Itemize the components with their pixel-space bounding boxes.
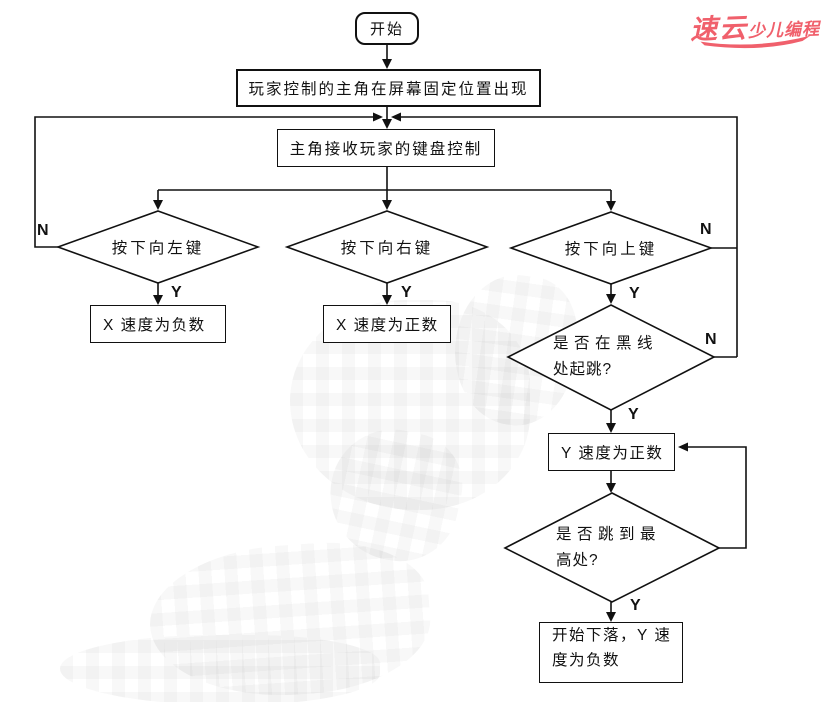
yes-label-highest: Y [630,597,641,614]
node-x-positive: X 速度为正数 [323,305,451,343]
yes-label-up-key: Y [629,285,640,302]
watermark-blob [60,635,380,702]
edge-keyboard-splitter [157,167,612,206]
brand-logo: 速云少儿编程 [669,3,820,52]
diamond-up-key-label: 按下向上键 [564,241,658,258]
node-appear: 玩家控制的主角在屏幕固定位置出现 [236,69,541,107]
diamond-right-key-label: 按下向右键 [340,240,434,257]
diamond-up-key [508,211,714,285]
yes-label-right-key: Y [401,284,412,301]
highest-q-line2: 高处? [556,552,599,569]
node-y-positive: Y 速度为正数 [548,433,675,471]
edge-highest-no-loop [684,446,747,549]
no-label-black-line: N [705,331,717,348]
black-line-q-line1: 是否在黑线 [553,335,659,352]
diamond-highest [503,492,721,603]
node-x-negative: X 速度为负数 [90,305,226,343]
black-line-q-line2: 处起跳? [553,361,613,378]
diamond-right-key [284,210,490,284]
yes-label-left-key: Y [171,284,182,301]
node-fall: 开始下落，Y 速 度为负数 [539,622,683,683]
edge-right-no-loop [399,116,738,358]
arrowheads [153,59,688,622]
diamond-black-line [506,304,716,411]
diamond-left-key-label: 按下向左键 [111,240,205,257]
yes-label-black-line: Y [628,406,639,423]
diamond-highest-label: 是否跳到最 高处? [556,522,678,574]
diamond-black-line-label: 是否在黑线 处起跳? [553,331,675,383]
node-keyboard: 主角接收玩家的键盘控制 [277,129,495,167]
node-start: 开始 [355,12,419,45]
diamond-left-key [55,210,261,284]
node-fall-line1: 开始下落，Y 速 [552,627,672,644]
node-fall-line2: 度为负数 [552,652,621,669]
highest-q-line1: 是否跳到最 [556,526,662,543]
logo-underline-swoosh [700,35,811,49]
no-label-up-key: N [700,221,712,238]
edge-left-no-loop [34,116,375,248]
no-label-left: N [37,222,49,239]
